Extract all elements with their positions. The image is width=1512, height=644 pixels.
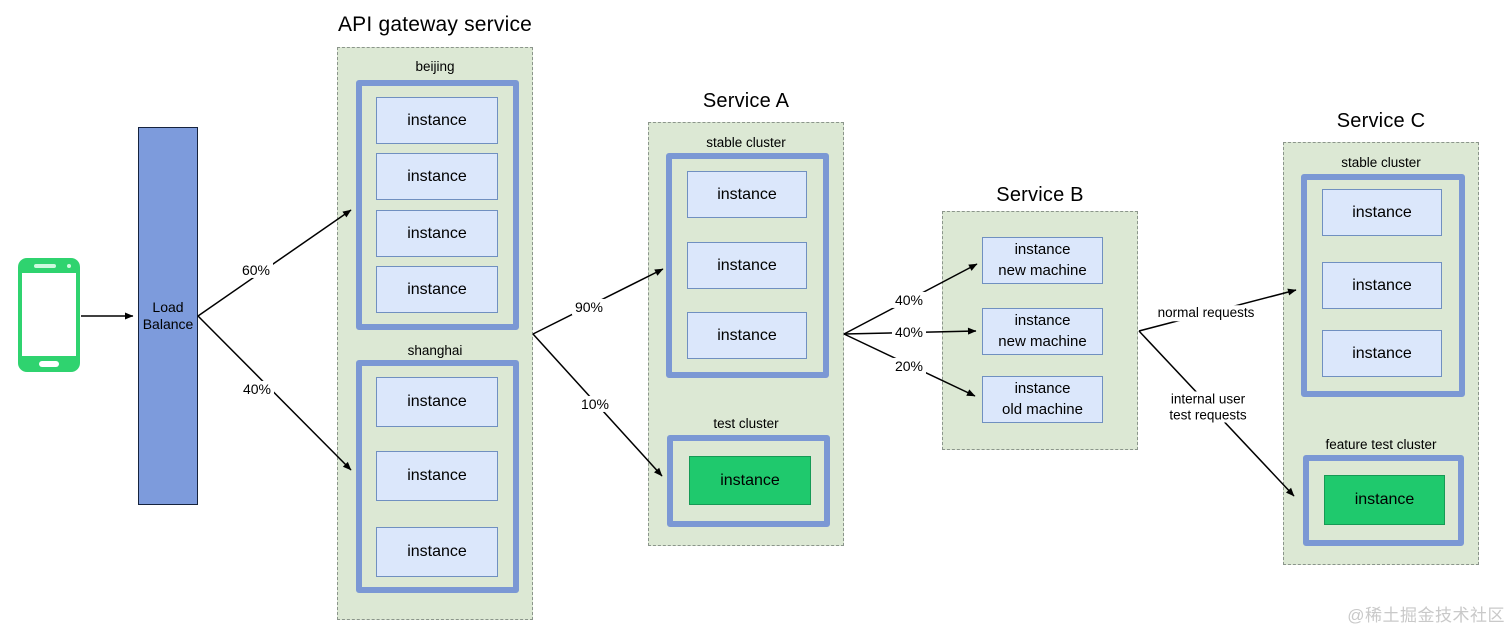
- machine-label: new machine: [998, 332, 1087, 350]
- load-balancer-node: Load Balance: [138, 127, 198, 505]
- test-instance-box: instance: [1324, 475, 1445, 525]
- instance-box: instance: [376, 266, 498, 313]
- service-c-stable-cluster: instance instance instance: [1301, 174, 1465, 397]
- machine-label: old machine: [1002, 400, 1083, 418]
- arrow-b-to-c-test: [1138, 330, 1295, 497]
- edge-label-40pct: 40%: [239, 380, 275, 398]
- shanghai-cluster: instance instance instance: [356, 360, 519, 593]
- edge-label-90pct: 90%: [571, 298, 607, 316]
- edge-label-40pct-new2: 40%: [891, 323, 927, 341]
- instance-box: instance: [376, 451, 498, 501]
- arrow-lb-to-beijing: [197, 209, 352, 317]
- arrow-gateway-to-test: [532, 333, 663, 477]
- service-c-stable-cluster-label: stable cluster: [1341, 155, 1421, 170]
- shanghai-cluster-label: shanghai: [407, 343, 463, 358]
- instance-box: instance: [376, 97, 498, 144]
- watermark-text: @稀土掘金技术社区: [1347, 606, 1505, 625]
- arrow-b-to-c-normal: [1138, 288, 1297, 332]
- instance-box: instance: [687, 171, 807, 218]
- edge-label-20pct: 20%: [891, 357, 927, 375]
- edge-label-60pct: 60%: [238, 261, 274, 279]
- edge-label-line2: test requests: [1169, 407, 1247, 422]
- service-b-container: instance new machine instance new machin…: [942, 211, 1138, 450]
- edge-label-40pct-new1: 40%: [891, 291, 927, 309]
- service-a-stable-cluster: instance instance instance: [666, 153, 829, 378]
- instance-box: instance: [1322, 330, 1442, 377]
- arrow-gateway-to-stable: [532, 268, 664, 335]
- service-b-title: Service B: [996, 184, 1084, 206]
- edge-label-internal-test-requests: internal user test requests: [1166, 391, 1250, 423]
- instance-box: instance: [376, 153, 498, 200]
- instance-new-machine-box: instance new machine: [982, 237, 1103, 284]
- phone-camera-dot: [67, 264, 71, 268]
- instance-label: instance: [1014, 241, 1071, 259]
- phone-speaker: [34, 264, 56, 268]
- api-gateway-title: API gateway service: [337, 13, 533, 36]
- service-c-container: stable cluster instance instance instanc…: [1283, 142, 1479, 565]
- instance-box: instance: [1322, 262, 1442, 309]
- arrow-lb-to-shanghai: [197, 315, 352, 471]
- beijing-cluster-label: beijing: [415, 59, 455, 74]
- service-a-test-cluster-label: test cluster: [713, 416, 779, 431]
- service-a-test-cluster: instance: [667, 435, 830, 527]
- service-c-title: Service C: [1336, 110, 1426, 132]
- beijing-cluster: instance instance instance instance: [356, 80, 519, 330]
- instance-box: instance: [376, 527, 498, 577]
- machine-label: new machine: [998, 261, 1087, 279]
- instance-box: instance: [687, 242, 807, 289]
- phone-home-button: [39, 361, 59, 367]
- service-a-stable-cluster-label: stable cluster: [706, 135, 786, 150]
- instance-box: instance: [376, 210, 498, 257]
- edge-label-10pct: 10%: [577, 395, 613, 413]
- service-a-container: stable cluster instance instance instanc…: [648, 122, 844, 546]
- instance-label: instance: [1014, 312, 1071, 330]
- instance-label: instance: [1014, 380, 1071, 398]
- instance-old-machine-box: instance old machine: [982, 376, 1103, 423]
- test-instance-box: instance: [689, 456, 811, 505]
- phone-screen: [22, 273, 76, 356]
- load-balancer-label: Load Balance: [142, 299, 194, 332]
- mobile-phone-icon: [18, 258, 80, 372]
- instance-new-machine-box: instance new machine: [982, 308, 1103, 355]
- edge-label-normal-requests: normal requests: [1154, 305, 1258, 321]
- edge-label-line1: internal user: [1170, 391, 1246, 407]
- instance-box: instance: [376, 377, 498, 427]
- service-a-title: Service A: [702, 90, 790, 112]
- service-c-feature-test-cluster-label: feature test cluster: [1325, 437, 1437, 452]
- service-c-feature-test-cluster: instance: [1303, 455, 1464, 546]
- instance-box: instance: [1322, 189, 1442, 236]
- api-gateway-container: beijing instance instance instance insta…: [337, 47, 533, 620]
- instance-box: instance: [687, 312, 807, 359]
